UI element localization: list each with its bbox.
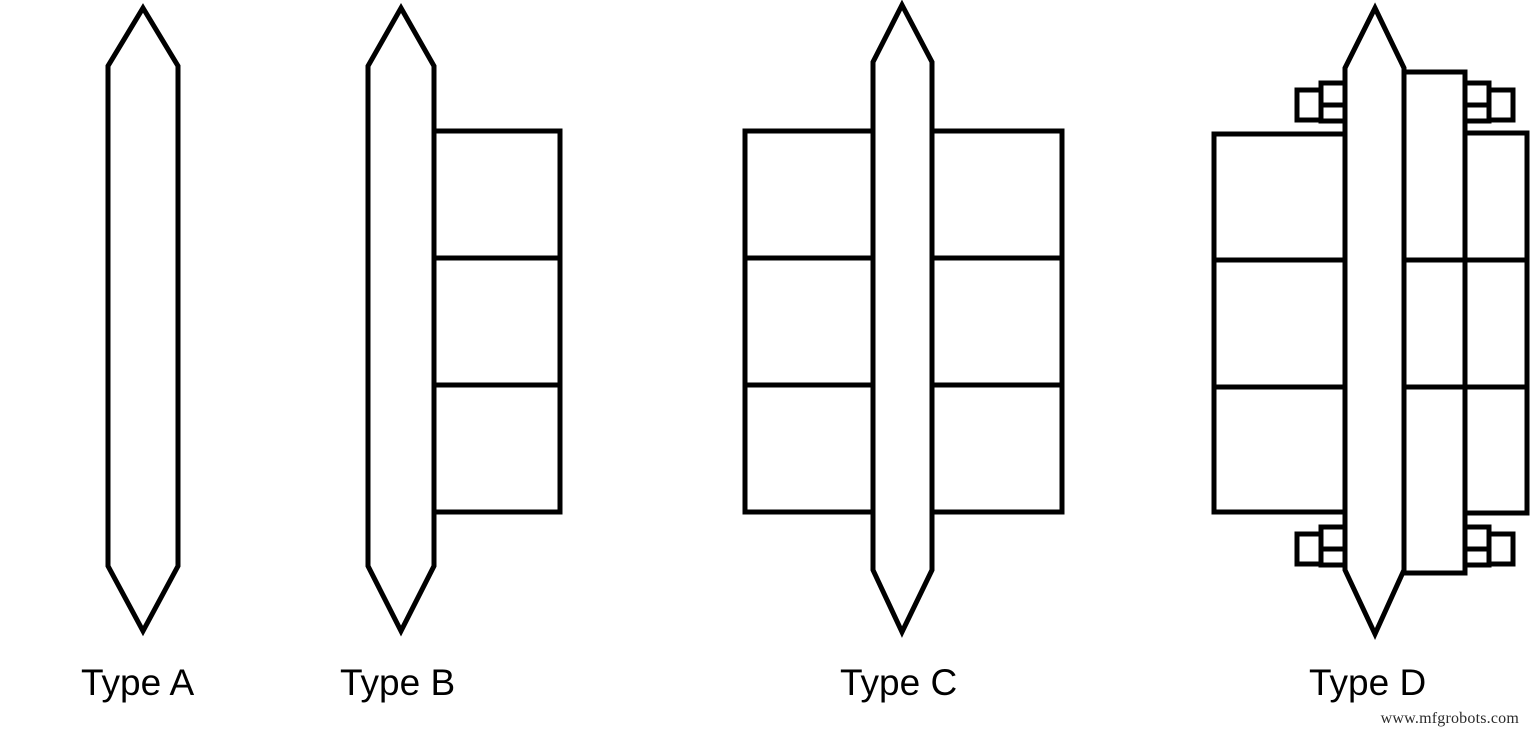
type-b-right-panel[interactable] bbox=[431, 128, 563, 515]
type-d-right-outer-panel[interactable] bbox=[1462, 130, 1530, 516]
panel-outline[interactable] bbox=[929, 128, 1065, 515]
type-d-blade-icon[interactable] bbox=[1342, 2, 1407, 640]
label-type-a: Type A bbox=[81, 662, 195, 703]
type-c-left-panel[interactable] bbox=[742, 128, 876, 515]
type-c-blade-icon[interactable] bbox=[870, 0, 935, 638]
bolt-head-icon[interactable] bbox=[1294, 531, 1324, 567]
type-d-group[interactable] bbox=[1211, 2, 1530, 640]
panel-outline[interactable] bbox=[1401, 69, 1468, 576]
label-type-d: Type D bbox=[1309, 662, 1427, 703]
panel-outline[interactable] bbox=[431, 128, 563, 515]
bolt-head-icon[interactable] bbox=[1486, 87, 1516, 123]
type-a-group[interactable] bbox=[105, 3, 181, 637]
type-b-group[interactable] bbox=[365, 2, 563, 637]
label-type-b: Type B bbox=[340, 662, 456, 703]
type-c-group[interactable] bbox=[742, 0, 1065, 638]
type-c-right-panel[interactable] bbox=[929, 128, 1065, 515]
panel-outline[interactable] bbox=[742, 128, 876, 515]
watermark-text: www.mfgrobots.com bbox=[1380, 710, 1519, 727]
panel-outline[interactable] bbox=[1211, 131, 1348, 515]
type-d-left-panel[interactable] bbox=[1211, 131, 1348, 515]
panel-outline[interactable] bbox=[1462, 130, 1530, 516]
type-b-blade-icon[interactable] bbox=[365, 2, 437, 637]
label-type-c: Type C bbox=[840, 662, 958, 703]
bolt-head-icon[interactable] bbox=[1486, 531, 1516, 567]
type-d-right-inner-panel[interactable] bbox=[1401, 69, 1468, 576]
bolt-head-icon[interactable] bbox=[1294, 87, 1324, 123]
type-a-blade-icon[interactable] bbox=[105, 3, 181, 637]
